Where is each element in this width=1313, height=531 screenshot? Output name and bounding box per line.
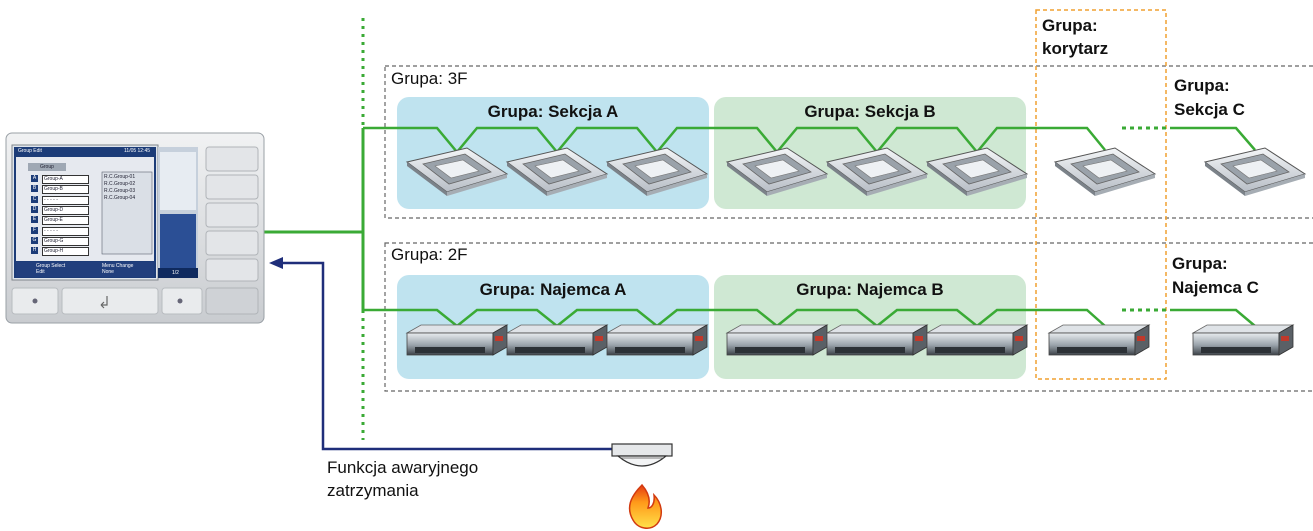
- cassette-unit-icon: [925, 147, 1029, 196]
- controller-unit-item: R.C.Group-02: [104, 181, 136, 187]
- controller-row-name: - - - - -: [42, 226, 89, 236]
- wiring-2f-c: [1170, 308, 1256, 327]
- duct-unit-icon: [725, 324, 829, 356]
- cassette-unit-icon: [1053, 147, 1157, 196]
- controller-row-key: D: [31, 205, 38, 213]
- controller-footer-3: Edit: [36, 269, 45, 275]
- controller-row-key: B: [31, 185, 38, 193]
- emergency-stop-label-line1: Funkcja awaryjnego: [327, 458, 479, 477]
- controller-row-name: Group-A: [42, 175, 89, 184]
- row-2f-units: [405, 324, 1295, 356]
- controller-row-key: A: [31, 175, 38, 182]
- controller-row-key: G: [31, 236, 38, 244]
- controller-row-name: Group-B: [42, 185, 89, 195]
- emergency-stop-label-line2: zatrzymania: [327, 481, 419, 500]
- controller-row-name: Group-D: [42, 205, 89, 215]
- controller-unit-item: R.C.Group-03: [104, 188, 136, 194]
- controller-row-name: Group-E: [42, 216, 89, 226]
- group-korytarz-label-line1: Grupa:: [1042, 16, 1098, 35]
- group-sekcja-b-label: Grupa: Sekcja B: [804, 102, 936, 121]
- cassette-unit-icon: [405, 147, 509, 196]
- controller-unit-item: R.C.Group-01: [104, 174, 136, 180]
- controller-footer-4: None: [102, 269, 114, 275]
- fire-icon: [628, 483, 662, 529]
- group-sekcja-a-label: Grupa: Sekcja A: [487, 102, 619, 121]
- duct-unit-icon: [505, 324, 609, 356]
- group-sekcja-c-label-line2: Sekcja C: [1174, 100, 1245, 119]
- floor-2f-label: Grupa: 2F: [391, 245, 468, 264]
- controller-row-name: Group-G: [42, 236, 89, 246]
- floor-3f-label: Grupa: 3F: [391, 69, 468, 88]
- controller-screen-datetime: 11/05 12:45: [124, 148, 151, 154]
- wiring-2f: [363, 308, 1106, 328]
- group-najemca-c-label-line2: Najemca C: [1172, 278, 1259, 297]
- controller-row-name: - - - - -: [42, 195, 89, 205]
- group-najemca-c-label-line1: Grupa:: [1172, 254, 1228, 273]
- controller-row-name: Group-H: [42, 247, 89, 257]
- controller-unit-item: R.C.Group-04: [104, 195, 136, 201]
- controller-page-indicator: 1/2: [172, 270, 179, 276]
- duct-unit-icon: [825, 324, 929, 356]
- controller-footer-2: Menu Change: [102, 263, 134, 269]
- duct-unit-icon: [405, 324, 509, 356]
- cassette-unit-icon: [725, 147, 829, 196]
- group-najemca-b-label: Grupa: Najemca B: [796, 280, 944, 299]
- controller-row-key: F: [31, 226, 38, 234]
- wiring-3f-c: [1170, 126, 1256, 151]
- cassette-unit-icon: [1203, 147, 1307, 196]
- controller-screen-title: Group Edit: [18, 148, 42, 154]
- corridor-group-border: [1035, 9, 1167, 380]
- row-3f-units: [405, 147, 1307, 196]
- emergency-signal-line: [281, 261, 612, 451]
- wiring-3f: [363, 126, 1106, 154]
- group-korytarz-label-line2: korytarz: [1042, 39, 1109, 58]
- cassette-unit-icon: [505, 147, 609, 196]
- group-najemca-a-label: Grupa: Najemca A: [479, 280, 627, 299]
- duct-unit-icon: [1191, 324, 1295, 356]
- cassette-unit-icon: [605, 147, 709, 196]
- controller-screen-header: Group: [40, 164, 54, 170]
- group-sekcja-c-label-line1: Grupa:: [1174, 76, 1230, 95]
- duct-unit-icon: [605, 324, 709, 356]
- smoke-detector: [611, 443, 673, 467]
- duct-unit-icon: [925, 324, 1029, 356]
- controller-row-key: H: [31, 247, 38, 255]
- floor-2f-border: [384, 242, 1313, 392]
- floor-3f-border: [384, 65, 1313, 219]
- emergency-signal-arrowhead: [269, 257, 283, 269]
- controller-row-key: E: [31, 216, 38, 224]
- cassette-unit-icon: [825, 147, 929, 196]
- duct-unit-icon: [1047, 324, 1151, 356]
- controller-footer-1: Group Select: [36, 263, 66, 269]
- controller-row-key: C: [31, 195, 38, 203]
